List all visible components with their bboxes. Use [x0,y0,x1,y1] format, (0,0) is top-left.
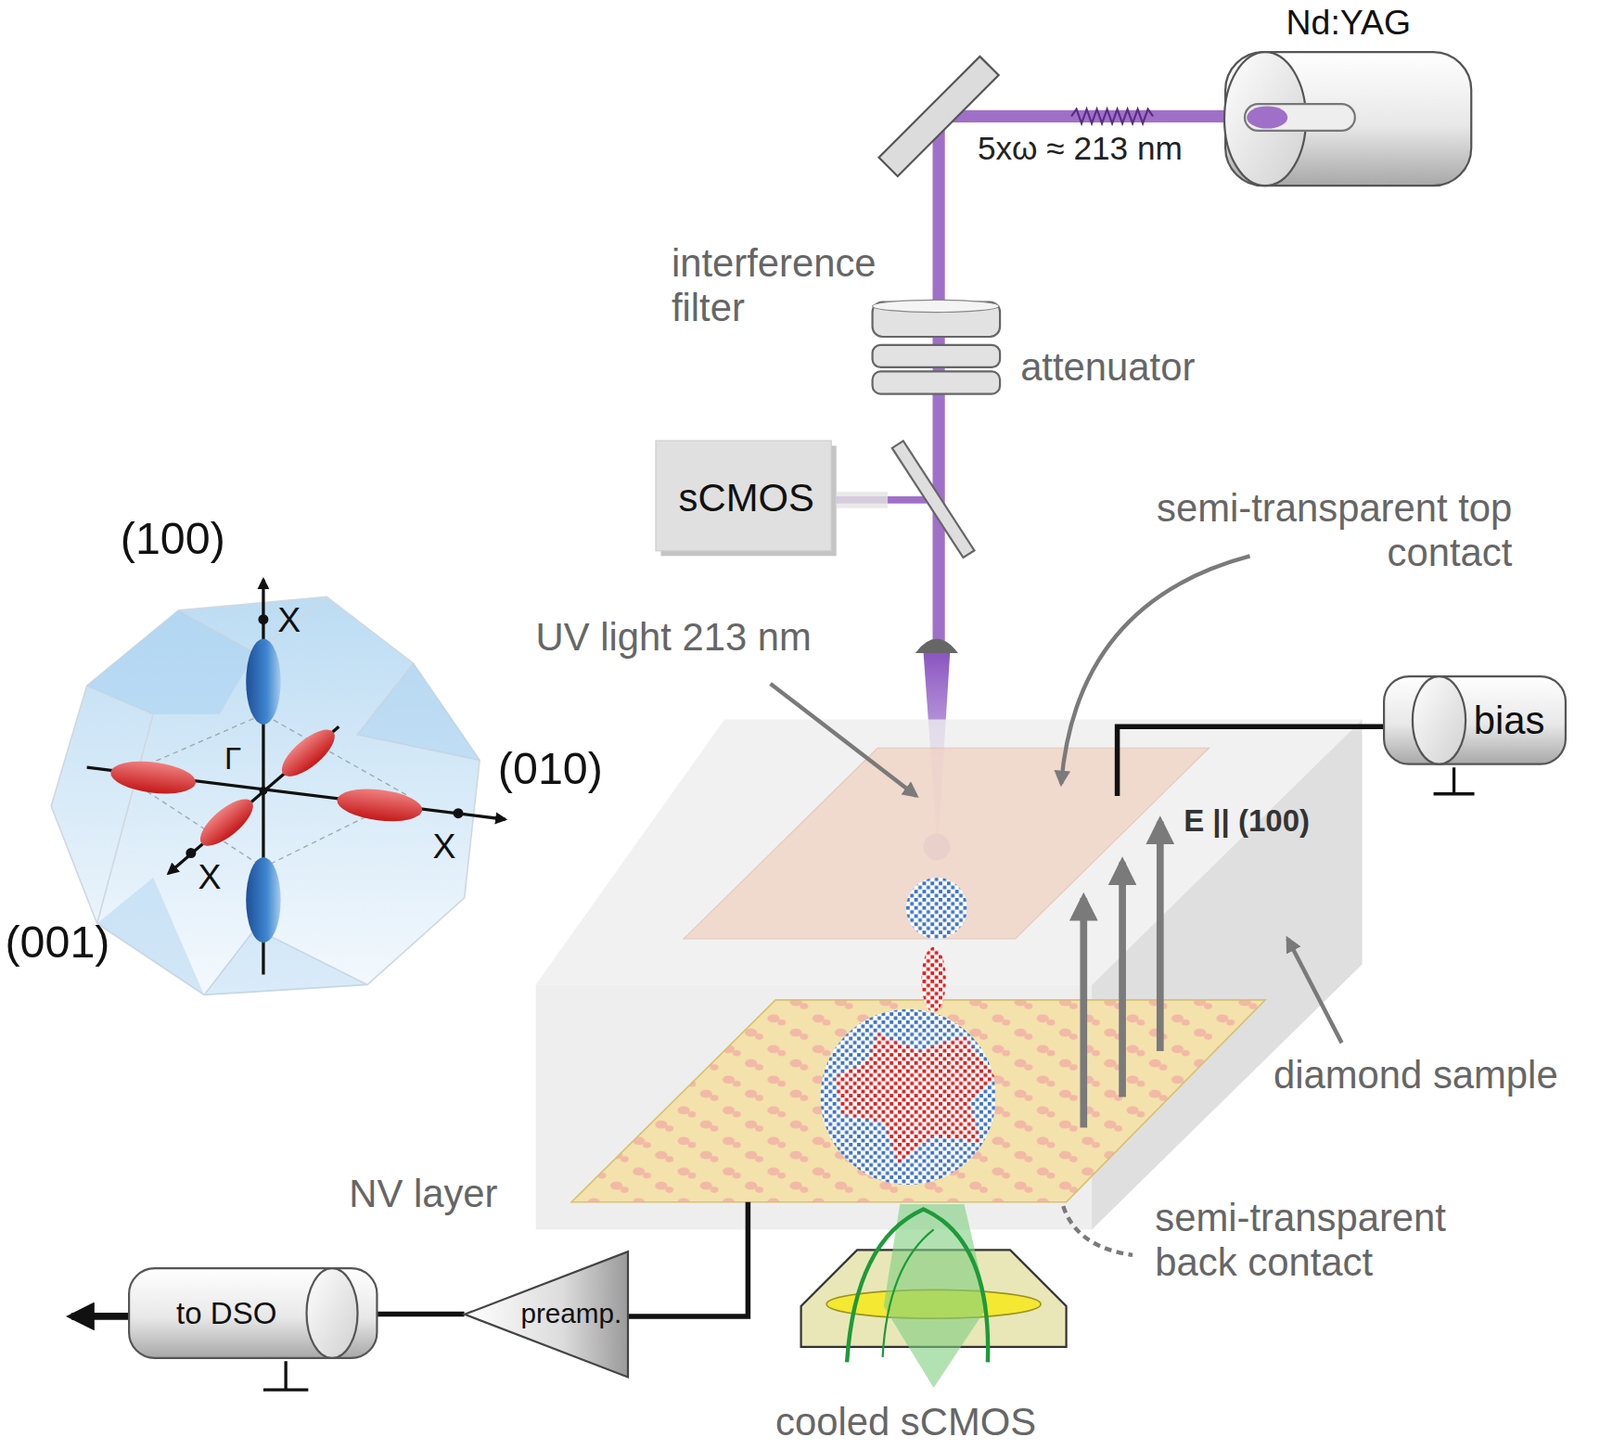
label-holder: NV layer [348,1171,498,1216]
point-label: Γ [224,741,242,777]
laser-source: Nd:YAG [1224,51,1472,187]
label-holder: (001) [5,916,111,969]
label-holder: X [277,600,301,640]
text-region: Nd:YAG [1224,0,1472,45]
filter-stack [872,299,1000,394]
part-label: cooled sCMOS [775,1399,1037,1445]
oscilloscope-port: to DSO [128,1267,379,1359]
part-label: UV light 213 nm [536,614,812,660]
part-label: attenuator [1020,345,1195,390]
beam-splitter [892,440,975,558]
point-label: X [197,857,221,897]
label-holder: diamond sample [1273,1052,1559,1098]
label-holder: 5xω ≈ 213 nm [977,129,1183,167]
axis-label: (001) [5,916,111,969]
part-label: semi-transparent top contact [1091,486,1512,576]
text-region: preamp. [502,1250,626,1379]
label-holder: X [197,857,221,897]
node-outline [1224,51,1472,187]
part-label: interference filter [671,241,937,331]
wavelength-label: 5xω ≈ 213 nm [977,129,1183,167]
text-region: bias [1456,675,1562,766]
label-holder: (100) [120,512,226,565]
label-holder: Γ [224,741,242,777]
diamond-sample [536,718,1363,1229]
axis-label: (010) [498,742,603,795]
node-text: bias [1473,698,1546,743]
top-contact [683,747,1209,939]
label-holder: (010) [498,742,603,795]
node-text: Nd:YAG [1286,2,1411,43]
node-text: to DSO [176,1295,277,1332]
text-region: to DSO [140,1267,314,1359]
label-holder: cooled sCMOS [775,1399,1037,1445]
laser-beam [836,109,1257,645]
bias-source: bias [1382,675,1567,766]
point-label: X [277,600,301,640]
label-holder: semi-transparent top contact [1091,486,1512,576]
point-label: X [432,826,456,867]
wiring [71,726,1474,1390]
node-text: sCMOS [678,475,815,521]
part-label: diamond sample [1273,1052,1559,1098]
label-holder: interference filter [671,241,937,331]
label-holder: UV light 213 nm [536,614,812,660]
leader-lines [770,555,1343,1255]
brillouin-zone [51,579,505,996]
label-holder: E || (100) [1183,803,1310,839]
field-label: E || (100) [1183,803,1310,839]
collection-objective [801,1203,1067,1388]
text-region: sCMOS [655,440,837,556]
camera-box: sCMOS [655,440,837,556]
label-holder: X [432,826,456,867]
preamp-symbol: preamp. [464,1250,628,1379]
part-label: semi-transparent back contact [1154,1195,1492,1285]
label-holder: semi-transparent back contact [1154,1195,1492,1285]
label-holder: attenuator [1020,345,1195,390]
node-text: preamp. [520,1297,626,1330]
axis-label: (100) [120,512,226,565]
signal-wire [377,1311,465,1318]
part-label: NV layer [348,1171,498,1216]
